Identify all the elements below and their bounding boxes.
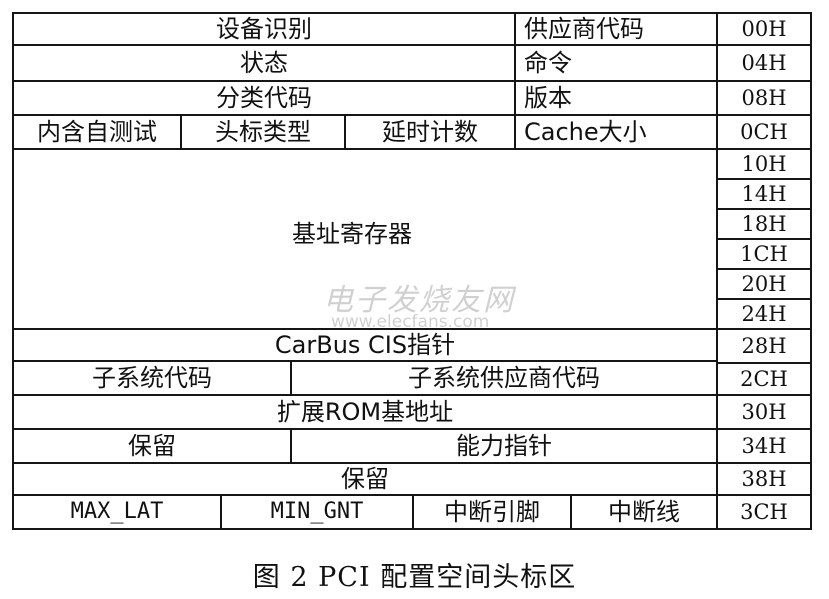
field-status: 状态 xyxy=(12,44,516,82)
field-base-address-registers: 基址寄存器 xyxy=(12,148,718,330)
offset-28h: 28H xyxy=(716,328,812,364)
offset-08h: 08H xyxy=(716,80,812,116)
field-capabilities-pointer: 能力指针 xyxy=(290,428,718,464)
field-latency-timer: 延时计数 xyxy=(344,114,516,150)
field-bist: 内含自测试 xyxy=(12,114,182,150)
figure-caption: 图 2 PCI 配置空间头标区 xyxy=(252,562,577,593)
offset-30h: 30H xyxy=(716,394,812,430)
offset-04h: 04H xyxy=(716,44,812,82)
offset-2ch: 2CH xyxy=(716,362,812,396)
field-interrupt-pin: 中断引脚 xyxy=(412,494,572,530)
field-max-lat: MAX_LAT xyxy=(12,494,222,530)
field-subsystem-vendor-id: 子系统供应商代码 xyxy=(290,360,718,396)
field-revision: 版本 xyxy=(514,80,718,116)
field-cardbus-cis-pointer: CarBus CIS指针 xyxy=(12,328,718,362)
offset-20h: 20H xyxy=(716,268,812,300)
offset-24h: 24H xyxy=(716,298,812,330)
field-reserved-2: 保留 xyxy=(12,462,718,496)
offset-18h: 18H xyxy=(716,208,812,240)
offset-14h: 14H xyxy=(716,178,812,210)
field-interrupt-line: 中断线 xyxy=(570,494,718,530)
field-command: 命令 xyxy=(514,44,718,82)
field-class-code: 分类代码 xyxy=(12,80,516,116)
field-header-type: 头标类型 xyxy=(180,114,346,150)
offset-0ch: 0CH xyxy=(716,114,812,150)
offset-3ch: 3CH xyxy=(716,494,812,530)
offset-1ch: 1CH xyxy=(716,238,812,270)
offset-34h: 34H xyxy=(716,428,812,464)
offset-10h: 10H xyxy=(716,148,812,180)
offset-38h: 38H xyxy=(716,462,812,496)
field-device-id: 设备识别 xyxy=(12,12,516,46)
field-cache-line-size: Cache大小 xyxy=(514,114,718,150)
offset-00h: 00H xyxy=(716,12,812,46)
field-reserved-1: 保留 xyxy=(12,428,292,464)
field-expansion-rom-base: 扩展ROM基地址 xyxy=(12,394,718,430)
field-vendor-id: 供应商代码 xyxy=(514,12,718,46)
field-min-gnt: MIN_GNT xyxy=(220,494,414,530)
field-subsystem-id: 子系统代码 xyxy=(12,360,292,396)
